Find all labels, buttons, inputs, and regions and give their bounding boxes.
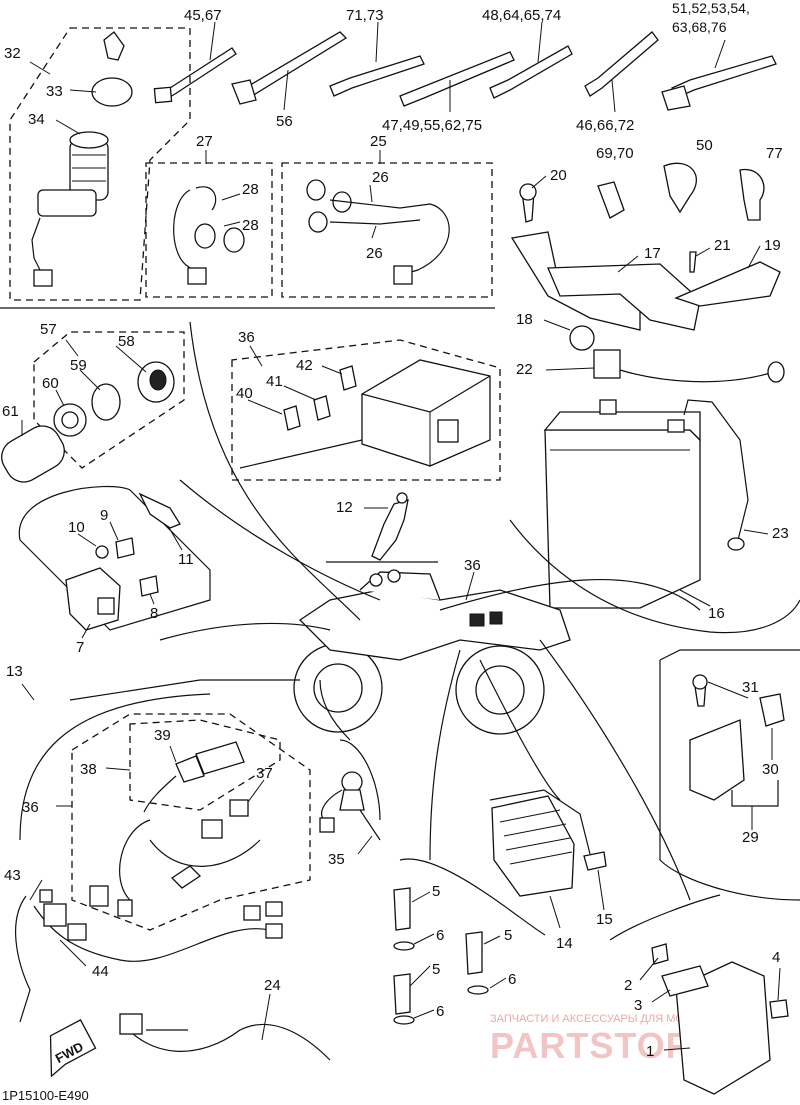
callout-33: 33: [46, 83, 63, 100]
callout-43: 43: [4, 867, 21, 884]
callout-4: 4: [772, 949, 780, 966]
callout-37: 37: [256, 765, 273, 782]
callout-leaders: [21, 61, 781, 1051]
callout-44: 44: [92, 963, 109, 980]
accessory-socket-group: [1, 331, 185, 483]
rectifier-group: [489, 789, 607, 897]
callout-6b: 6: [508, 971, 516, 988]
lead-group-25: [281, 162, 493, 298]
callout-17: 17: [644, 245, 661, 262]
callout-58: 58: [118, 333, 135, 350]
callout-61: 61: [2, 403, 19, 420]
callout-59: 59: [70, 357, 87, 374]
callout-46-66-72: 46,66,72: [576, 117, 634, 134]
callout-18: 18: [516, 311, 533, 328]
main-harness-group: [15, 889, 331, 1061]
horn-group: [18, 485, 211, 631]
switch-35-group: [319, 771, 381, 841]
main-switch-group: [9, 27, 191, 301]
callout-2: 2: [624, 977, 632, 994]
callout-6c: 6: [436, 1003, 444, 1020]
callout-56: 56: [276, 113, 293, 130]
callout-12: 12: [336, 499, 353, 516]
callout-71-73: 71,73: [346, 7, 384, 24]
callout-5b: 5: [504, 927, 512, 944]
callout-50: 50: [696, 137, 713, 154]
callout-36-harness: 36: [22, 799, 39, 816]
callout-3: 3: [634, 997, 642, 1014]
callout-21: 21: [714, 237, 731, 254]
callout-47-49-55-62-75: 47,49,55,62,75: [382, 117, 482, 134]
callout-69-70: 69,70: [596, 145, 634, 162]
callout-45-67: 45,67: [184, 7, 222, 24]
callout-77: 77: [766, 145, 783, 162]
callout-5c: 5: [432, 961, 440, 978]
callout-57: 57: [40, 321, 57, 338]
callout-19: 19: [764, 237, 781, 254]
cdi-unit-group: [651, 943, 789, 1095]
callout-14: 14: [556, 935, 573, 952]
callout-29: 29: [742, 829, 759, 846]
callout-36-vehicle: 36: [464, 557, 481, 574]
callout-35: 35: [328, 851, 345, 868]
callout-48-64-65-74: 48,64,65,74: [482, 7, 561, 24]
callout-30: 30: [762, 761, 779, 778]
fuse-box-group: [231, 339, 501, 481]
callout-5a: 5: [432, 883, 440, 900]
callout-8: 8: [150, 605, 158, 622]
bracket-group: [510, 162, 781, 351]
atv-silhouette: [293, 569, 571, 735]
callout-15: 15: [596, 911, 613, 928]
callout-labels: 45,67 71,73 48,64,65,74 51,52,53,54, 63,…: [2, 0, 789, 1060]
callout-42: 42: [296, 357, 313, 374]
callout-32: 32: [4, 45, 21, 62]
callout-34: 34: [28, 111, 45, 128]
callout-27: 27: [196, 133, 213, 150]
callout-39: 39: [154, 727, 171, 744]
callout-6a: 6: [436, 927, 444, 944]
callout-63-68-76: 63,68,76: [672, 19, 727, 35]
callout-13: 13: [6, 663, 23, 680]
sub-harness-group: [71, 713, 311, 931]
callout-11: 11: [178, 551, 194, 568]
callout-51-54: 51,52,53,54,: [672, 0, 750, 16]
callout-28a: 28: [242, 181, 259, 198]
callout-26b: 26: [366, 245, 383, 262]
callout-36-relay-box: 36: [238, 329, 255, 346]
callout-31: 31: [742, 679, 759, 696]
starter-relay-group: [689, 674, 785, 807]
callout-60: 60: [42, 375, 59, 392]
callout-20: 20: [550, 167, 567, 184]
callout-22: 22: [516, 361, 533, 378]
bolts-group: [393, 887, 489, 1025]
callout-38: 38: [80, 761, 97, 778]
sensor-12-group: [326, 492, 438, 563]
leader-routes: [19, 321, 800, 941]
battery-group: [509, 349, 800, 634]
callout-41: 41: [266, 373, 283, 390]
cable-ties-group: [153, 21, 777, 113]
callout-16: 16: [708, 605, 725, 622]
forward-direction-arrow: FWD: [49, 1019, 97, 1078]
callout-23: 23: [772, 525, 789, 542]
callout-10: 10: [68, 519, 85, 536]
callout-7: 7: [76, 639, 84, 656]
diagram-code: 1P15100-E490: [2, 1088, 89, 1103]
callout-28b: 28: [242, 217, 259, 234]
callout-40: 40: [236, 385, 253, 402]
callout-25: 25: [370, 133, 387, 150]
callout-24: 24: [264, 977, 281, 994]
lead-group-27: [145, 162, 273, 298]
callout-1: 1: [646, 1043, 654, 1060]
callout-9: 9: [100, 507, 108, 524]
callout-26a: 26: [372, 169, 389, 186]
